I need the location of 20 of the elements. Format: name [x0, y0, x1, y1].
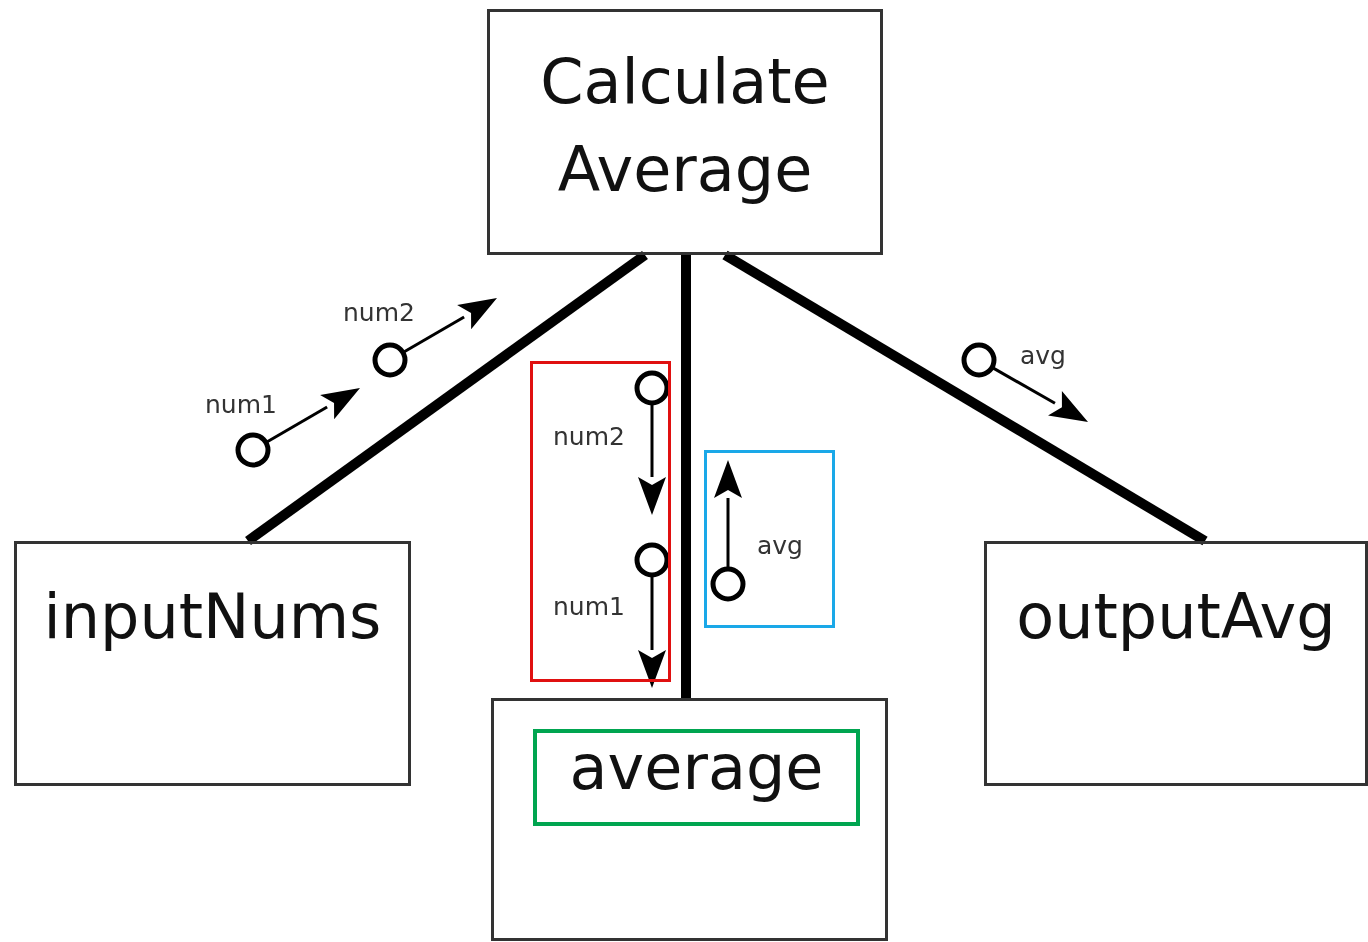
data-couple-label: avg — [1020, 343, 1066, 368]
data-couple-label: num2 — [553, 424, 625, 449]
data-couple-label: num1 — [553, 594, 625, 619]
data-couple-label: num1 — [205, 392, 277, 417]
module-name: outputAvg — [1015, 579, 1337, 655]
connector-line — [722, 250, 1208, 546]
module-box — [491, 698, 888, 941]
module-box — [487, 9, 883, 255]
module-box — [14, 541, 411, 786]
data-couple-label: avg — [757, 533, 803, 558]
data-couple-label: num2 — [343, 300, 415, 325]
module-name: Calculate Average — [539, 44, 831, 208]
connector-line — [245, 250, 648, 546]
highlight-frame — [704, 450, 835, 628]
highlight-frame — [533, 729, 860, 826]
module-box — [984, 541, 1368, 786]
module-name: average — [568, 730, 825, 806]
connector-line — [681, 255, 691, 698]
module-name: inputNums — [42, 579, 383, 655]
highlight-frame — [530, 361, 671, 682]
